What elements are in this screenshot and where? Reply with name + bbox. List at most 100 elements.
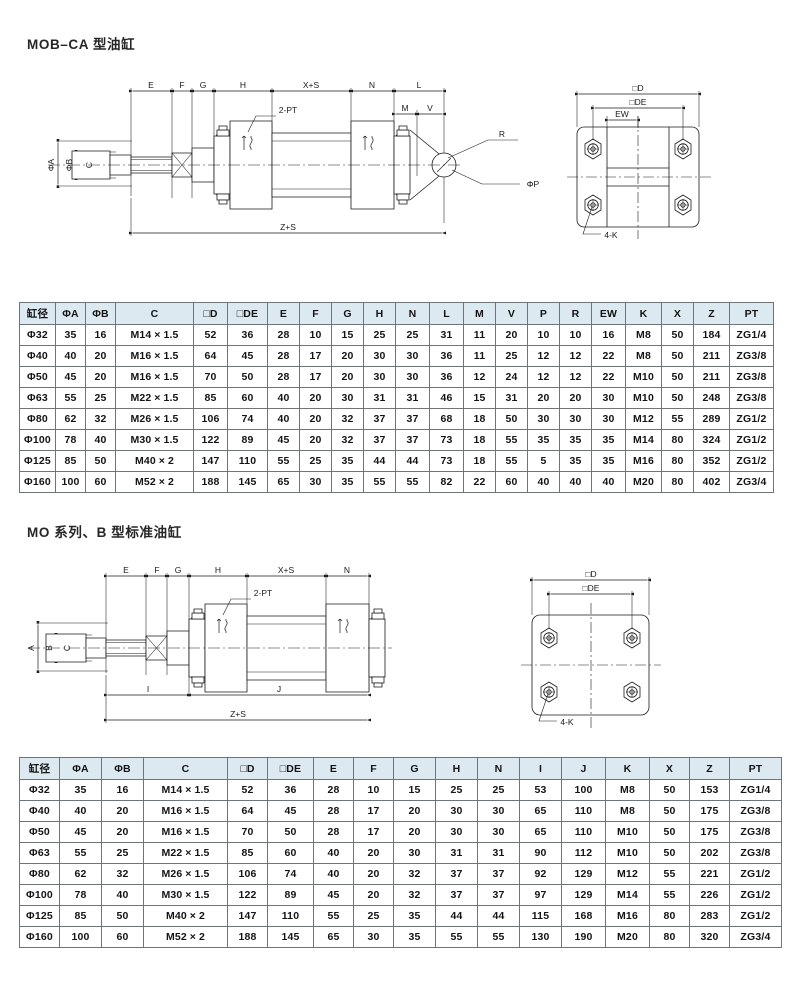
cell-r0-c8: 15 [331, 324, 364, 346]
cell-r1-c0: Φ40 [19, 345, 56, 367]
cell-r3-c1: 55 [55, 387, 86, 409]
cell-r4-c2: 32 [85, 408, 116, 430]
dim-label-xs-2: X+S [278, 565, 295, 575]
cell-r0-c4: 52 [193, 324, 228, 346]
col-header-b-2: ΦB [101, 757, 144, 780]
cell-r4-c6: 40 [313, 863, 354, 885]
cell-r1-c2: 20 [101, 800, 144, 822]
cell-r6-c10: 44 [395, 450, 430, 472]
cell-r1-c1: 40 [59, 800, 102, 822]
cell-r0-c15: 10 [559, 324, 592, 346]
col-header-l-11: L [429, 302, 464, 325]
cell-r7-c7: 30 [299, 471, 332, 493]
cell-r5-c7: 20 [299, 429, 332, 451]
cell-r1-c2: 20 [85, 345, 116, 367]
dim-label-zs-2: Z+S [230, 709, 246, 719]
cell-r4-c9: 37 [435, 863, 478, 885]
cell-r7-c1: 100 [55, 471, 86, 493]
cell-r1-c4: 64 [193, 345, 228, 367]
cell-r0-c6: 28 [313, 779, 354, 801]
cell-r6-c10: 44 [477, 905, 520, 927]
cell-r3-c1: 55 [59, 842, 102, 864]
cylinder-side-view-mob-ca: E F G H X+S N L M V Z+S 2-PT R ΦP ΦA ΦB … [20, 58, 540, 263]
cylinder-end-view-mo-b: □D □DE 4-K [505, 545, 770, 750]
cell-r5-c12: 129 [561, 884, 606, 906]
cell-r4-c8: 32 [393, 863, 436, 885]
col-header-h-9: H [363, 302, 396, 325]
cell-r5-c9: 37 [435, 884, 478, 906]
cell-r6-c9: 44 [363, 450, 396, 472]
cell-r5-c4: 122 [227, 884, 268, 906]
cell-r1-c16: ZG3/8 [729, 800, 782, 822]
cell-r4-c7: 20 [353, 863, 394, 885]
cell-r5-c15: 226 [689, 884, 730, 906]
cell-r4-c7: 20 [299, 408, 332, 430]
cell-r3-c4: 85 [227, 842, 268, 864]
cell-r5-c10: 37 [477, 884, 520, 906]
cell-r3-c10: 31 [477, 842, 520, 864]
cell-r1-c10: 30 [477, 800, 520, 822]
cell-r5-c0: Φ100 [19, 429, 56, 451]
dim-label-phib: ΦB [64, 158, 74, 171]
dim-label-h-2: H [215, 565, 221, 575]
cell-r5-c5: 89 [267, 884, 314, 906]
col-header-k-17: K [625, 302, 662, 325]
cell-r3-c8: 30 [331, 387, 364, 409]
cell-r0-c17: M8 [625, 324, 662, 346]
cell-r1-c11: 65 [519, 800, 562, 822]
cell-r3-c13: M10 [605, 842, 650, 864]
dim-label-2pt: 2-PT [279, 105, 297, 115]
cell-r0-c6: 28 [267, 324, 300, 346]
cell-r2-c14: 12 [527, 366, 560, 388]
cell-r5-c8: 32 [393, 884, 436, 906]
col-header-f-7: F [353, 757, 394, 780]
cell-r7-c10: 55 [395, 471, 430, 493]
cell-r5-c13: 55 [495, 429, 528, 451]
cell-r1-c5: 45 [267, 800, 314, 822]
dim-label-a-2: A [26, 645, 36, 651]
cell-r4-c14: 55 [649, 863, 690, 885]
cell-r7-c8: 35 [331, 471, 364, 493]
cell-r4-c10: 37 [395, 408, 430, 430]
cell-r3-c4: 85 [193, 387, 228, 409]
cell-r2-c20: ZG3/8 [729, 366, 774, 388]
cell-r3-c13: 31 [495, 387, 528, 409]
col-header-pt-16: PT [729, 757, 782, 780]
cell-r0-c16: 16 [591, 324, 626, 346]
cell-r3-c3: M22 × 1.5 [115, 387, 194, 409]
col-header-r-15: R [559, 302, 592, 325]
cell-r0-c3: M14 × 1.5 [143, 779, 228, 801]
cell-r3-c6: 40 [267, 387, 300, 409]
cell-r0-c7: 10 [353, 779, 394, 801]
cell-r1-c0: Φ40 [19, 800, 60, 822]
cell-r2-c10: 30 [477, 821, 520, 843]
cell-r4-c19: 289 [693, 408, 730, 430]
col-header-c-3: C [143, 757, 228, 780]
cell-r4-c11: 68 [429, 408, 464, 430]
cell-r4-c4: 106 [227, 863, 268, 885]
cell-r7-c13: M20 [605, 926, 650, 948]
cell-r4-c10: 37 [477, 863, 520, 885]
cell-r1-c9: 30 [363, 345, 396, 367]
cell-r3-c3: M22 × 1.5 [143, 842, 228, 864]
dim-label-phia: ΦA [46, 158, 56, 171]
cell-r7-c3: M52 × 2 [115, 471, 194, 493]
col-header-de-5: □DE [267, 757, 314, 780]
col-header-n-10: N [395, 302, 430, 325]
cell-r1-c7: 17 [299, 345, 332, 367]
col-header-x-18: X [661, 302, 694, 325]
cell-r4-c15: 30 [559, 408, 592, 430]
cell-r2-c9: 30 [435, 821, 478, 843]
cell-r5-c16: 35 [591, 429, 626, 451]
cell-r3-c14: 20 [527, 387, 560, 409]
col-header-d-4: □D [227, 757, 268, 780]
col-header-b-2: ΦB [85, 302, 116, 325]
cell-r0-c18: 50 [661, 324, 694, 346]
